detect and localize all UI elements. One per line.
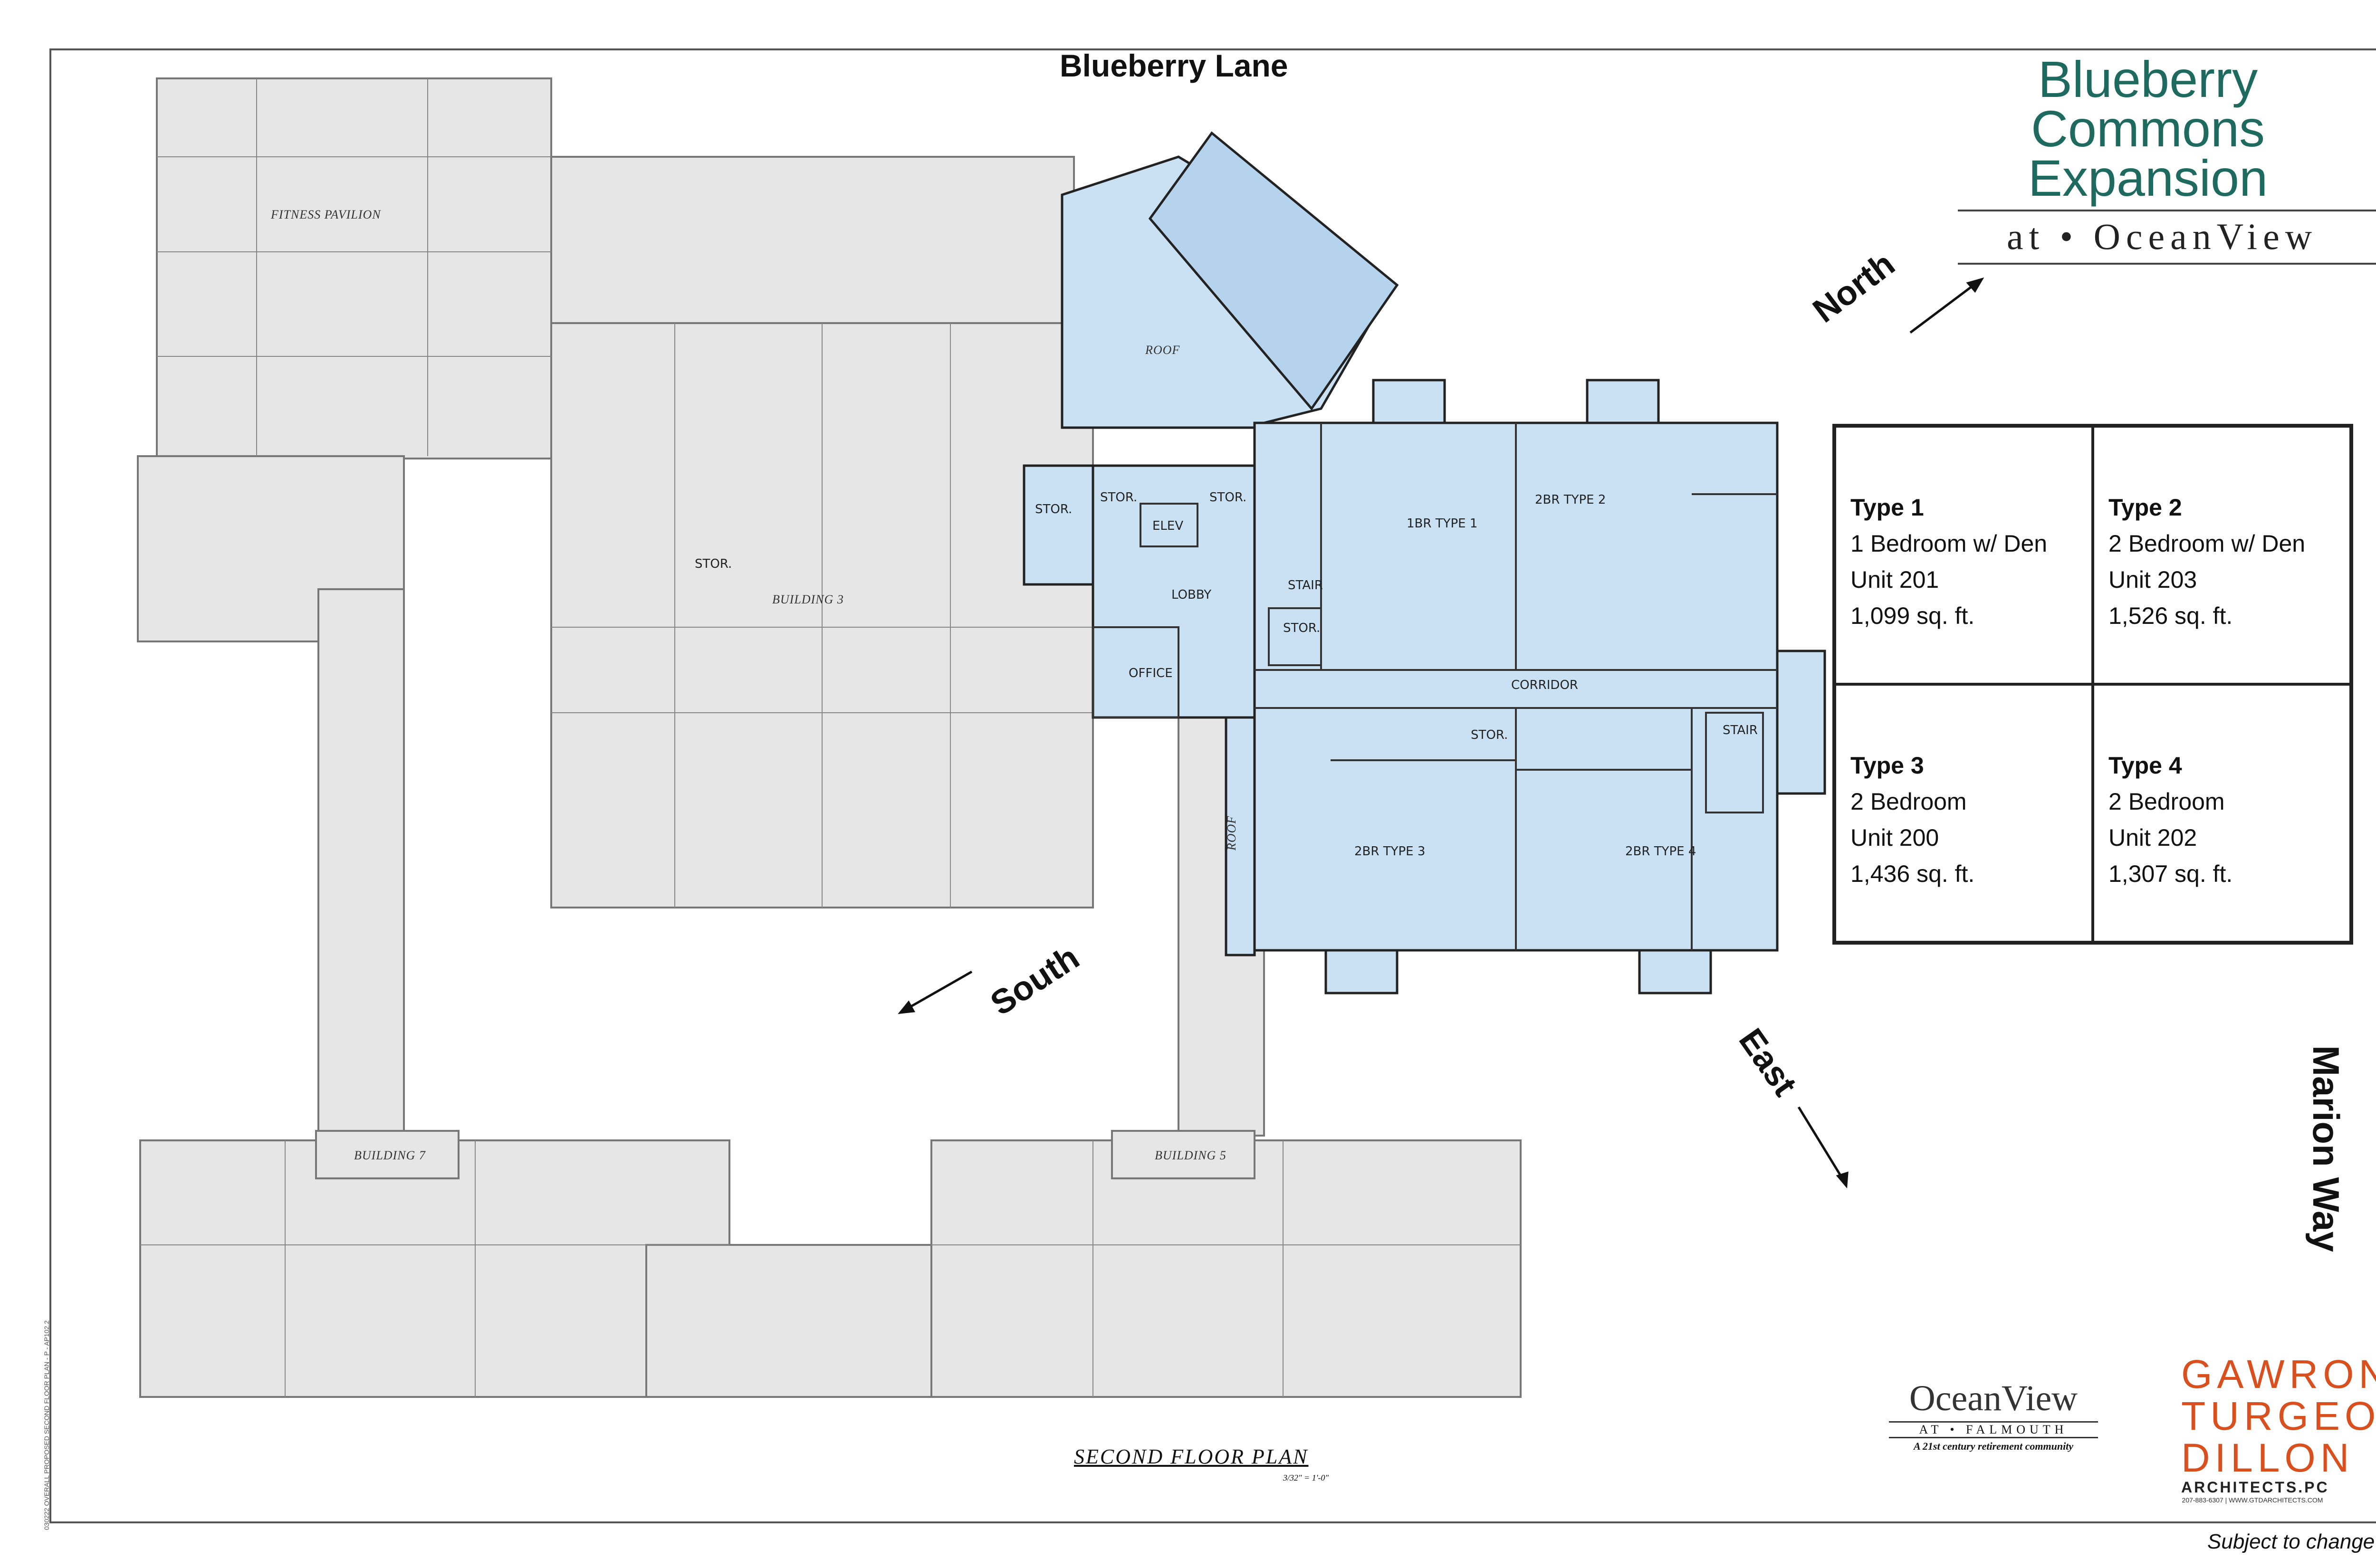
label-stor-b: STOR. — [1209, 490, 1246, 505]
label-fitness: FITNESS PAVILION — [270, 208, 381, 221]
existing-room-lines — [140, 78, 1521, 1397]
label-2br-type-2: 2BR TYPE 2 — [1535, 493, 1606, 507]
stor-left-box — [1023, 464, 1094, 586]
label-stor-left: STOR. — [1035, 502, 1072, 516]
unit-area: 1,436 sq. ft. — [1850, 860, 1975, 887]
unit-cell-type-2: Type 2 2 Bedroom w/ Den Unit 203 1,526 s… — [2093, 426, 2351, 684]
plan-scale: 3/32" = 1'-0" — [1283, 1473, 1329, 1482]
label-stor-mid: STOR. — [695, 557, 732, 571]
east-arrow — [1797, 1106, 1845, 1182]
label-roof: ROOF — [1145, 343, 1180, 357]
unit-type: Type 2 — [2108, 494, 2182, 521]
building-7-link — [315, 1130, 460, 1179]
fitness-pavilion-block — [156, 77, 552, 459]
label-lobby: LOBBY — [1171, 588, 1211, 602]
unit-type: Type 1 — [1850, 494, 1924, 521]
title-block: Blueberry Commons Expansion at • OceanVi… — [1920, 50, 2376, 265]
unit-desc: 2 Bedroom — [2108, 788, 2225, 815]
architect-logo: GAWRON TURGEON DILLON ARCHITECTS.PC 207-… — [2181, 1352, 2376, 1504]
project-title-line1: Blueberry Commons — [2031, 50, 2265, 157]
unit-type: Type 3 — [1850, 752, 1924, 779]
label-stor-a: STOR. — [1100, 490, 1137, 505]
north-arrow — [1909, 282, 1978, 334]
unit-number: Unit 202 — [2108, 824, 2197, 851]
label-1br-type-1: 1BR TYPE 1 — [1407, 516, 1477, 531]
label-roof-2: ROOF — [1225, 816, 1238, 851]
balcony-3 — [1324, 949, 1399, 994]
unit-type-table: Type 1 1 Bedroom w/ Den Unit 201 1,099 s… — [1832, 424, 2353, 945]
architect-logo-contact: 207-883-6307 | WWW.GTDARCHITECTS.COM — [2182, 1496, 2323, 1504]
unit-number: Unit 201 — [1850, 566, 1939, 593]
direction-arrows — [898, 277, 1984, 1189]
label-building-3: BUILDING 3 — [772, 593, 844, 606]
subject-to-change-note: Subject to change — [2207, 1530, 2375, 1553]
south-arrow — [904, 970, 973, 1011]
unit-cell-type-1: Type 1 1 Bedroom w/ Den Unit 201 1,099 s… — [1835, 426, 2093, 684]
new-expansion — [1023, 131, 1826, 994]
unit-desc: 2 Bedroom — [1850, 788, 1967, 815]
balcony-1 — [1372, 379, 1446, 424]
project-subtitle: at • OceanView — [2006, 216, 2318, 257]
balcony-2 — [1586, 379, 1660, 424]
west-corridor — [317, 588, 405, 1132]
roof-hip — [1148, 131, 1399, 411]
unit-type: Type 4 — [2108, 752, 2182, 779]
unit-cell-type-3: Type 3 2 Bedroom Unit 200 1,436 sq. ft. — [1835, 684, 2093, 942]
architect-logo-firm: ARCHITECTS.PC — [2181, 1479, 2329, 1496]
street-blueberry-lane: Blueberry Lane — [1060, 48, 1288, 83]
title-divider-bottom — [1958, 263, 2376, 265]
unit-desc: 1 Bedroom w/ Den — [1850, 530, 2048, 557]
oceanview-logo-name: OceanView — [1909, 1378, 2078, 1418]
label-stair-1: STAIR — [1288, 578, 1323, 593]
margin-file-note: 030222 OVERALL PROPOSED SECOND FLOOR PLA… — [43, 1320, 50, 1530]
unit-area: 1,526 sq. ft. — [2108, 602, 2233, 629]
unit-number: Unit 203 — [2108, 566, 2197, 593]
drawing-border — [49, 48, 2376, 1523]
new-room-lines — [1092, 423, 1777, 950]
oceanview-logo-sub: AT • FALMOUTH — [1889, 1421, 2098, 1438]
label-stor-c: STOR. — [1283, 621, 1320, 635]
label-office: OFFICE — [1129, 666, 1173, 680]
street-marion-way: Marion Way — [2305, 1045, 2347, 1252]
label-2br-type-3: 2BR TYPE 3 — [1354, 844, 1425, 859]
east-bay — [1776, 650, 1826, 795]
label-elev: ELEV — [1152, 519, 1183, 533]
title-divider — [1958, 210, 2376, 211]
plan-title: SECOND FLOOR PLAN — [1074, 1445, 1309, 1468]
upper-connector — [550, 156, 1075, 338]
architect-logo-line2: TURGEON — [2181, 1394, 2376, 1438]
unit-area: 1,307 sq. ft. — [2108, 860, 2233, 887]
lobby-block — [1092, 464, 1261, 719]
architect-logo-line1: GAWRON — [2181, 1352, 2376, 1396]
label-stor-d: STOR. — [1471, 728, 1508, 742]
bottom-connector — [645, 1244, 932, 1398]
oceanview-logo-tagline: A 21st century retirement community — [1913, 1440, 2074, 1452]
label-building-7: BUILDING 7 — [354, 1148, 426, 1162]
unit-number: Unit 200 — [1850, 824, 1939, 851]
oceanview-logo: OceanView AT • FALMOUTH A 21st century r… — [1879, 1378, 2108, 1453]
architect-logo-line3: DILLON — [2181, 1435, 2354, 1480]
label-building-5: BUILDING 5 — [1155, 1148, 1226, 1162]
south-roof-strip — [1225, 716, 1256, 956]
balcony-4 — [1638, 949, 1712, 994]
label-corridor: CORRIDOR — [1511, 678, 1578, 692]
building-5-link — [1111, 1130, 1255, 1179]
unit-cell-type-4: Type 4 2 Bedroom Unit 202 1,307 sq. ft. — [2093, 684, 2351, 942]
unit-area: 1,099 sq. ft. — [1850, 602, 1975, 629]
project-title-line2: Expansion — [2028, 149, 2268, 207]
unit-desc: 2 Bedroom w/ Den — [2108, 530, 2306, 557]
label-2br-type-4: 2BR TYPE 4 — [1625, 844, 1696, 859]
label-stair-2: STAIR — [1723, 723, 1758, 737]
